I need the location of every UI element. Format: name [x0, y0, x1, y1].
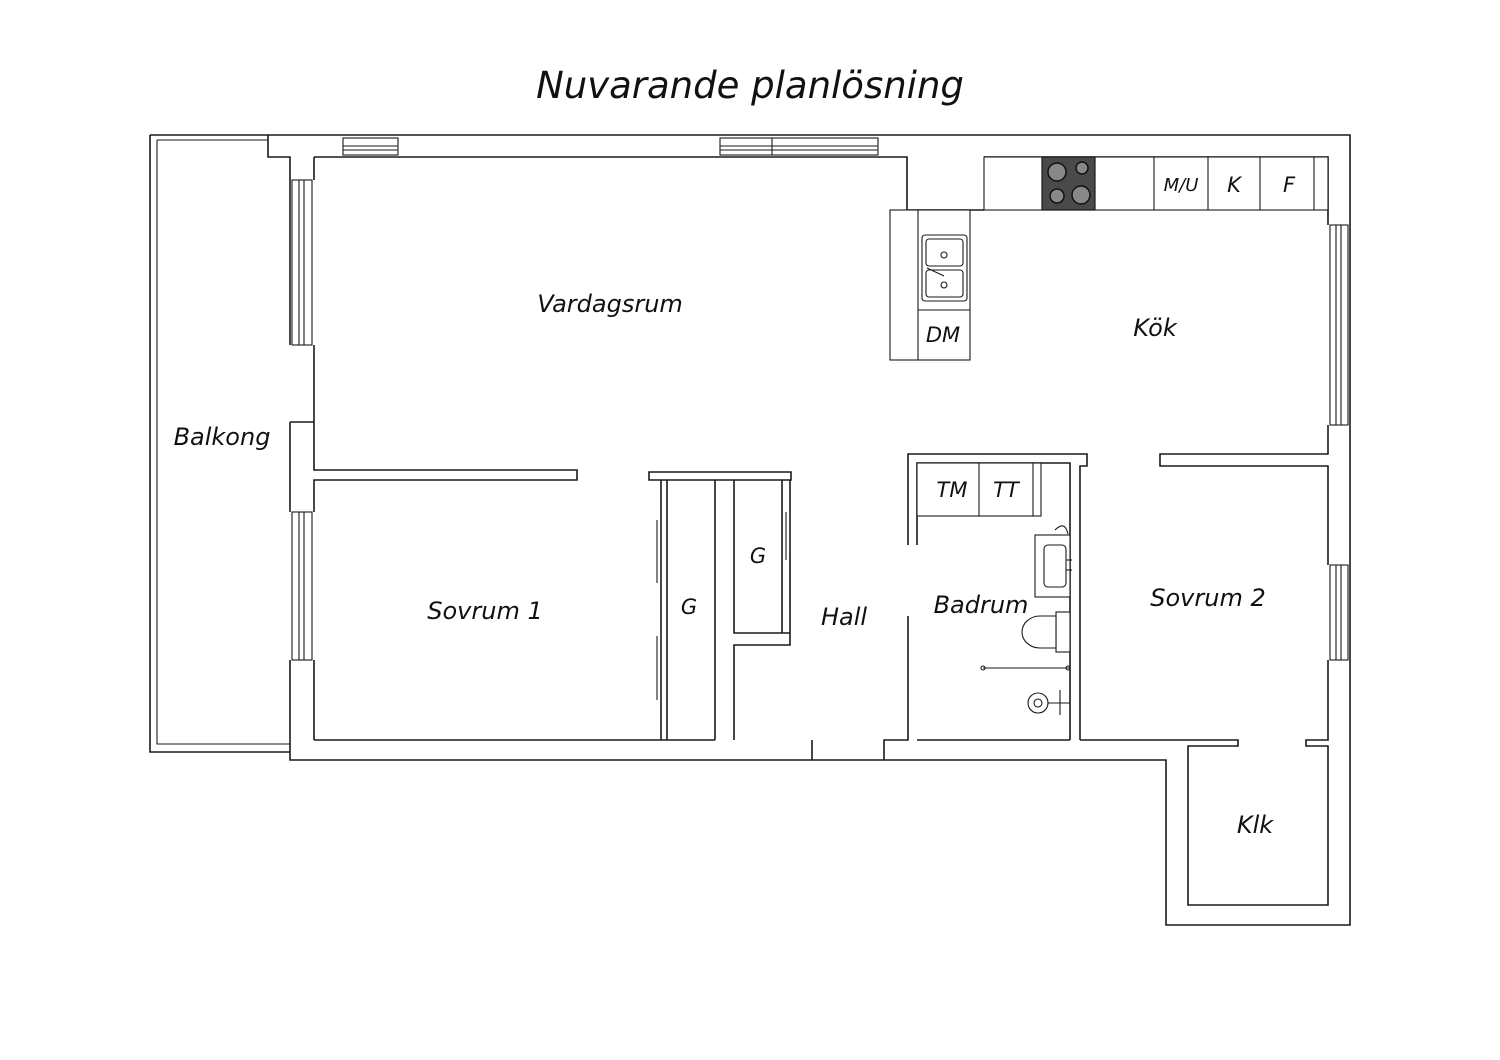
window-icon	[342, 137, 399, 156]
laundry-niche	[916, 462, 1042, 517]
sink-icon	[921, 234, 968, 302]
room-label-sovrum1: Sovrum 1	[427, 597, 542, 625]
window-icon	[291, 179, 313, 346]
toilet-icon	[1021, 611, 1071, 653]
washing-machine-label: TM	[937, 478, 968, 502]
shower-icon	[980, 665, 1071, 715]
room-label-kok: Kök	[1133, 314, 1178, 342]
window-icon	[1329, 564, 1349, 661]
page-title: Nuvarande planlösning	[536, 64, 964, 107]
room-label-hall: Hall	[821, 603, 867, 631]
microwave-label: M/U	[1164, 175, 1199, 196]
wardrobe-1	[648, 471, 792, 740]
kitchen-counter-top	[983, 156, 1329, 211]
window-icon	[1329, 224, 1349, 426]
window-icon	[719, 137, 879, 156]
wardrobe-2	[733, 480, 791, 634]
dryer-label: TT	[993, 478, 1021, 502]
freezer-label: F	[1283, 173, 1296, 197]
wardrobe-2-label: G	[750, 544, 766, 568]
dishwasher-label: DM	[926, 323, 960, 347]
room-label-balkong: Balkong	[174, 423, 271, 451]
stovetop-icon	[1041, 156, 1096, 211]
room-label-sovrum2: Sovrum 2	[1150, 584, 1265, 612]
fridge-label: K	[1227, 173, 1243, 197]
washbasin-icon	[1034, 525, 1072, 598]
window-icon	[291, 511, 313, 661]
room-label-klk: Klk	[1237, 811, 1274, 839]
room-label-vardagsrum: Vardagsrum	[537, 290, 683, 318]
outer-walls	[267, 134, 1351, 926]
room-label-badrum: Badrum	[934, 591, 1029, 619]
wardrobe-1-label: G	[681, 595, 697, 619]
balcony	[149, 134, 290, 753]
